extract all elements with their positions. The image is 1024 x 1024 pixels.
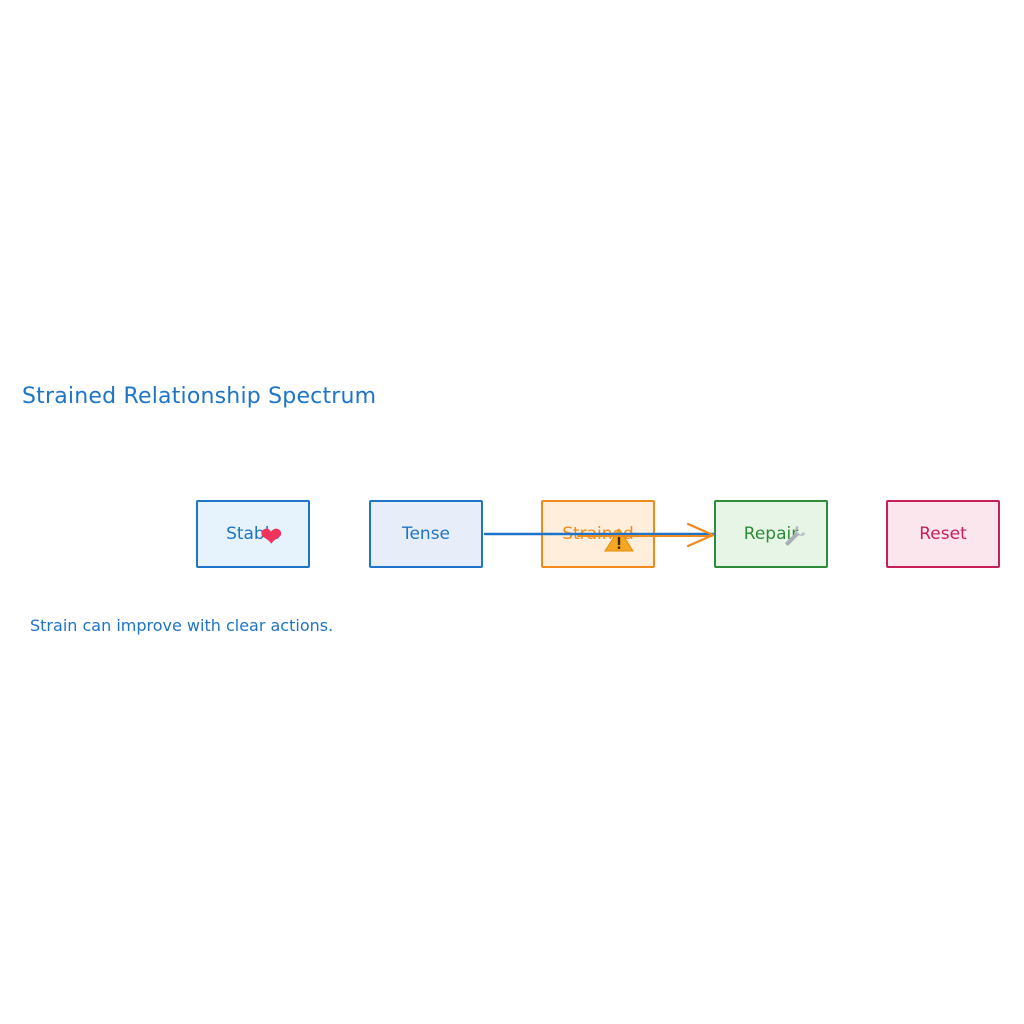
diagram-caption: Strain can improve with clear actions. — [30, 616, 334, 635]
node-stable-label: Stable — [226, 524, 280, 544]
wrench-icon — [781, 524, 807, 555]
node-stable[interactable]: Stable — [196, 500, 310, 568]
diagram-title: Strained Relationship Spectrum — [22, 384, 377, 409]
node-strained[interactable]: Strained — [541, 500, 655, 568]
node-repair-label: Repair — [743, 524, 799, 544]
node-reset-label: Reset — [919, 524, 967, 544]
node-repair[interactable]: Repair — [714, 500, 828, 568]
heart-icon: ❤ — [260, 522, 283, 553]
node-reset[interactable]: Reset — [886, 500, 1000, 568]
edge-arrowhead — [686, 522, 715, 548]
node-tense[interactable]: Tense — [369, 500, 483, 568]
node-tense-label: Tense — [401, 524, 451, 544]
warning-icon — [604, 528, 634, 556]
